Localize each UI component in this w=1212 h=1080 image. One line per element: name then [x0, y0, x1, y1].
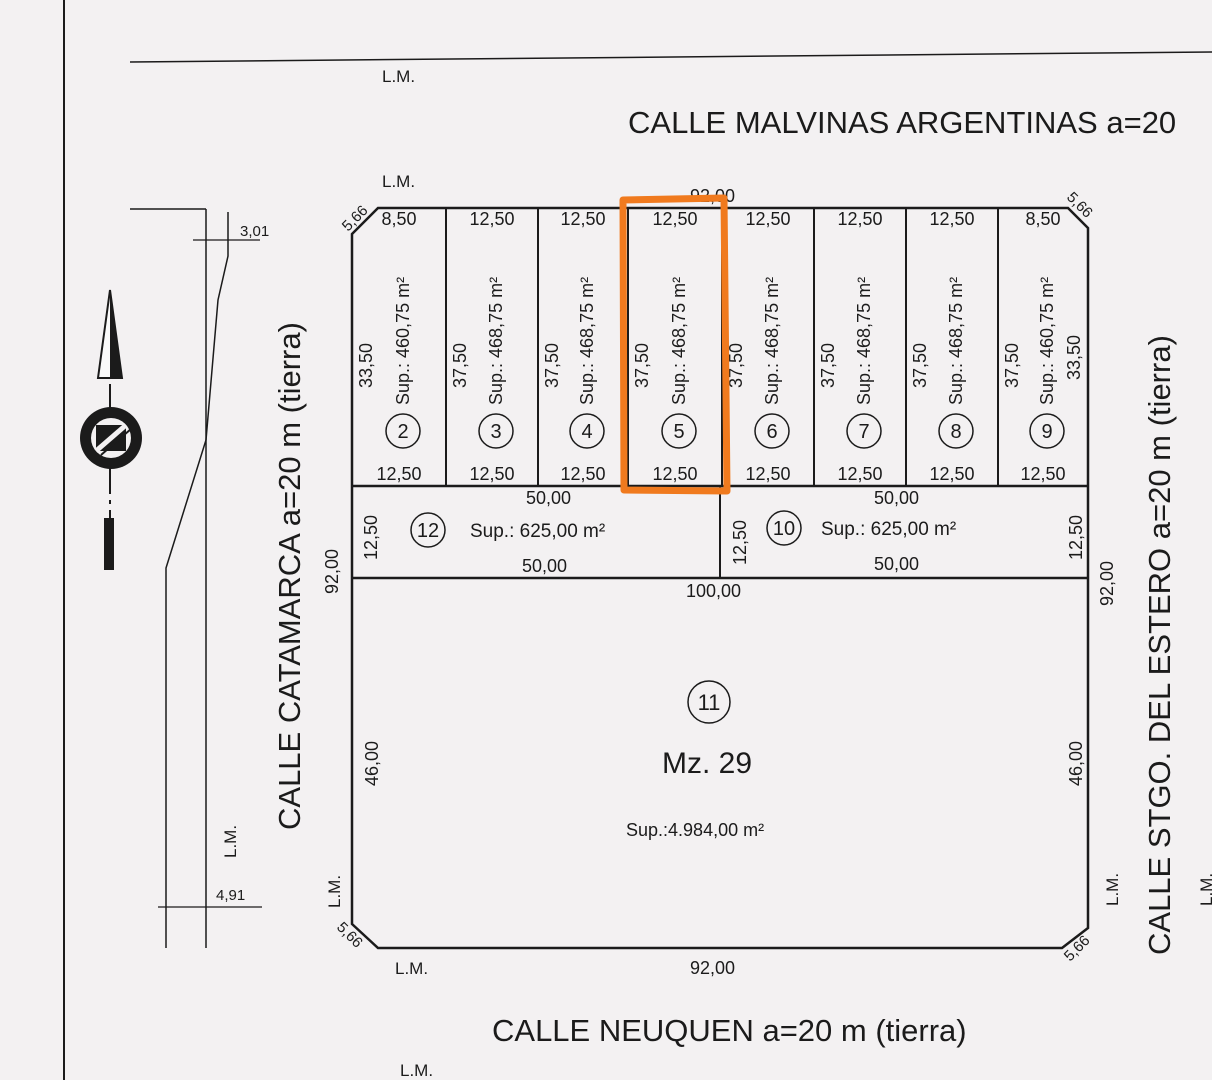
lot-dim-front: 12,50 — [929, 209, 974, 229]
lot-number: 6 — [766, 421, 777, 443]
lot-dim-side: 37,50 — [542, 343, 562, 388]
lot-number: 12 — [417, 520, 439, 542]
lot-dim-back: 12,50 — [652, 464, 697, 484]
lot-number-circle[interactable] — [410, 512, 446, 548]
lot-dim-front: 12,50 — [469, 209, 514, 229]
lot-dim-back: 12,50 — [745, 464, 790, 484]
lot-number-circle[interactable] — [846, 413, 882, 449]
dim-east: 92,00 — [1097, 561, 1117, 606]
lot-dim-top: 50,00 — [526, 488, 571, 508]
lot-dividers — [445, 208, 999, 486]
lot-dim-back: 12,50 — [929, 464, 974, 484]
lot-dim-back: 12,50 — [560, 464, 605, 484]
lot-dim-back: 12,50 — [376, 464, 421, 484]
lot-number: 10 — [773, 518, 795, 540]
street-line-top — [129, 51, 1212, 63]
lot-area: Sup.: 468,75 m² — [854, 277, 874, 405]
lm-label: L.M. — [400, 1061, 433, 1080]
lot-area: Sup.:4.984,00 m² — [626, 820, 764, 840]
lot-dim-front: 12,50 — [745, 209, 790, 229]
lm-label: L.M. — [325, 875, 344, 908]
chamfer-label: 5,66 — [339, 202, 372, 235]
selected-lot-highlight[interactable] — [619, 194, 731, 495]
dim-south: 92,00 — [690, 958, 735, 978]
lm-label: L.M. — [221, 825, 240, 858]
lot-dim-back: 12,50 — [837, 464, 882, 484]
dim-middle: 100,00 — [686, 581, 741, 601]
lot-dim-front: 12,50 — [560, 209, 605, 229]
lot-dim-side: 37,50 — [450, 343, 470, 388]
street-north-label: CALLE MALVINAS ARGENTINAS a=20 — [628, 105, 1176, 140]
street-west-label: CALLE CATAMARCA a=20 m (tierra) — [272, 322, 307, 830]
street-profile: 3,01 4,91 — [130, 208, 269, 948]
lot-dim-front: 8,50 — [1025, 209, 1060, 229]
lot-number: 5 — [673, 421, 684, 443]
lot-dim-top: 50,00 — [874, 488, 919, 508]
lot-number-circle[interactable] — [385, 413, 421, 449]
lm-label: L.M. — [395, 959, 428, 978]
lm-label: L.M. — [382, 172, 415, 191]
lot-dim-side: 37,50 — [910, 343, 930, 388]
lm-label: L.M. — [382, 67, 415, 86]
lot-number: 4 — [581, 421, 592, 443]
lot-area: Sup.: 460,75 m² — [393, 277, 413, 405]
lm-label: L.M. — [1197, 873, 1212, 906]
lot-dim-side: 37,50 — [726, 343, 746, 388]
block-outline — [350, 206, 1090, 950]
lot-dim-back: 12,50 — [1020, 464, 1065, 484]
lot-number: 8 — [950, 421, 961, 443]
lot-dim-back: 12,50 — [469, 464, 514, 484]
lot-number: 11 — [698, 690, 721, 715]
lot-dim-side: 12,50 — [730, 520, 750, 565]
lot-number-circle[interactable] — [478, 413, 514, 449]
north-arrow-icon — [80, 289, 142, 570]
lot-dim-front: 12,50 — [837, 209, 882, 229]
lot-dim-side: 46,00 — [1066, 741, 1086, 786]
lot-number-circle[interactable] — [1029, 413, 1065, 449]
lot-number-circle[interactable] — [938, 413, 974, 449]
lot-dim-side: 33,50 — [1064, 335, 1084, 380]
lot-number-circle[interactable] — [569, 413, 605, 449]
street-east-label: CALLE STGO. DEL ESTERO a=20 m (tierra) — [1142, 335, 1177, 955]
lot-area: Sup.: 625,00 m² — [821, 519, 956, 540]
street-south-label: CALLE NEUQUEN a=20 m (tierra) — [492, 1013, 967, 1048]
lot-area: Sup.: 468,75 m² — [577, 277, 597, 405]
lot-number: 2 — [397, 421, 408, 443]
chamfer-label: 5,66 — [1061, 932, 1094, 965]
lot-area: Sup.: 468,75 m² — [486, 277, 506, 405]
lot-number-circle[interactable] — [754, 413, 790, 449]
lm-label: L.M. — [1103, 873, 1122, 906]
chamfer-label: 5,66 — [333, 919, 366, 952]
lot-dim-side: 46,00 — [362, 741, 382, 786]
lot-area: Sup.: 468,75 m² — [669, 277, 689, 405]
lot-dim-side: 12,50 — [361, 515, 381, 560]
profile-dim-top: 3,01 — [240, 223, 269, 240]
lot-dim-front: 12,50 — [652, 209, 697, 229]
block-name: Mz. 29 — [662, 747, 752, 780]
lot-dim-bottom: 50,00 — [874, 554, 919, 574]
lot-number-circle[interactable] — [661, 413, 697, 449]
lot-number: 3 — [490, 421, 501, 443]
lot-number: 9 — [1041, 421, 1052, 443]
lot-dim-side: 37,50 — [632, 343, 652, 388]
lot-area: Sup.: 468,75 m² — [762, 277, 782, 405]
lot-dim-side: 12,50 — [1066, 515, 1086, 560]
profile-dim-bottom: 4,91 — [216, 887, 245, 904]
chamfer-label: 5,66 — [1063, 189, 1096, 222]
lot-number-circle[interactable] — [687, 680, 731, 724]
lot-dim-bottom: 50,00 — [522, 556, 567, 576]
lot-area: Sup.: 468,75 m² — [946, 277, 966, 405]
lot-number: 7 — [858, 421, 869, 443]
lot-dim-side: 37,50 — [818, 343, 838, 388]
lot-dim-side: 33,50 — [356, 343, 376, 388]
lot-dim-front: 8,50 — [381, 209, 416, 229]
lot-number-circle[interactable] — [766, 510, 802, 546]
lot-area: Sup.: 625,00 m² — [470, 521, 605, 542]
dim-west: 92,00 — [322, 549, 342, 594]
lot-area: Sup.: 460,75 m² — [1037, 277, 1057, 405]
lot-dim-side: 37,50 — [1002, 343, 1022, 388]
